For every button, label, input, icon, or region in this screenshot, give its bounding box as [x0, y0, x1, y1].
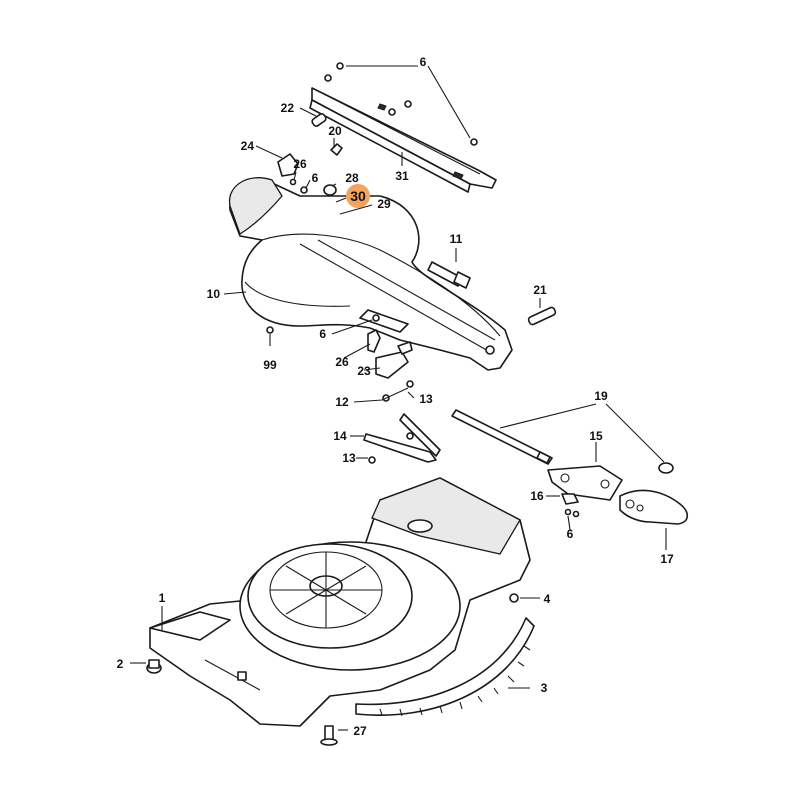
part-26-screw [289, 178, 297, 186]
callout-16: 16 [530, 489, 544, 503]
callout-6: 6 [567, 527, 574, 541]
arm-hardware [367, 314, 413, 379]
callout-14: 14 [333, 429, 347, 443]
part-22-pin [311, 113, 327, 127]
callout-26: 26 [293, 157, 307, 171]
callout-13: 13 [419, 392, 433, 406]
callout-6: 6 [319, 327, 326, 341]
part-14-linkage [363, 413, 441, 464]
part-28-cap [323, 184, 337, 196]
callout-10: 10 [207, 287, 221, 301]
highlight-circle [346, 184, 370, 208]
callout-labels: 6 22 20 24 26 6 28 30 29 31 11 21 10 6 9… [117, 55, 674, 738]
callout-27: 27 [353, 724, 367, 738]
part-20-clip [330, 143, 343, 156]
part-16-plate [561, 493, 580, 518]
callout-30-highlighted: 30 [350, 188, 366, 204]
callout-29: 29 [377, 197, 391, 211]
part-10-arm-housing [228, 177, 513, 371]
callout-22: 22 [281, 101, 295, 115]
part-11-bolt [427, 261, 471, 289]
part-2-bolt [146, 659, 162, 674]
part-31-rail [309, 62, 497, 193]
callout-15: 15 [589, 429, 603, 443]
callout-3: 3 [541, 681, 548, 695]
callout-20: 20 [328, 124, 342, 138]
part-3-scale [355, 617, 535, 717]
callout-31: 31 [395, 169, 409, 183]
part-4-screw [509, 593, 519, 603]
part-1-base [149, 477, 531, 727]
part-27-bolt [320, 725, 338, 746]
part-6-screw [300, 186, 308, 194]
callout-19: 19 [594, 389, 608, 403]
callout-24: 24 [241, 139, 255, 153]
part-21-pin [527, 306, 557, 326]
callout-12: 12 [335, 395, 349, 409]
part-12-13 [382, 380, 414, 402]
callout-21: 21 [533, 283, 547, 297]
callout-99: 99 [263, 358, 277, 372]
callout-17: 17 [660, 552, 674, 566]
callout-6: 6 [312, 171, 319, 185]
callout-23: 23 [357, 364, 371, 378]
part-15-clamp [547, 465, 623, 501]
callout-4: 4 [544, 592, 551, 606]
part-99-screw [266, 326, 274, 334]
callout-28: 28 [345, 171, 359, 185]
callout-11: 11 [450, 232, 463, 246]
callout-1: 1 [159, 591, 166, 605]
callout-13: 13 [342, 451, 356, 465]
part-24-bracket [277, 153, 299, 177]
part-17-handle [619, 489, 689, 525]
callout-2: 2 [117, 657, 124, 671]
callout-26: 26 [335, 355, 349, 369]
part-19-rod [451, 409, 674, 474]
leader-lines [130, 65, 667, 731]
callout-6: 6 [420, 55, 427, 69]
